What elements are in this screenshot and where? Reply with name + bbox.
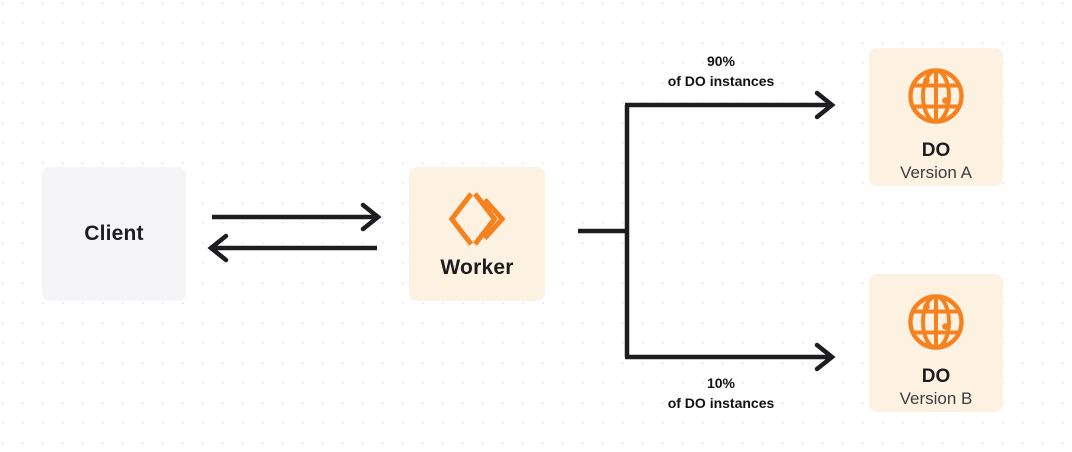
do-title: DO	[921, 140, 951, 161]
arrow-worker-to-client	[207, 233, 377, 263]
arrow-worker-to-do-b	[625, 342, 836, 372]
cloudflare-workers-icon	[448, 192, 506, 246]
edge-label-top: 90% of DO instances	[628, 51, 814, 92]
edge-label-bottom: 10% of DO instances	[628, 373, 814, 414]
do-subtitle: Version A	[900, 162, 972, 182]
worker-label: Worker	[440, 256, 514, 279]
node-client[interactable]: Client	[42, 167, 186, 301]
globe-icon	[908, 294, 964, 350]
do-subtitle: Version B	[899, 388, 973, 408]
branch-trunk	[578, 105, 630, 357]
globe-icon	[908, 68, 964, 124]
client-label: Client	[84, 222, 144, 245]
edge-label-top-percent: 90%	[706, 53, 736, 69]
node-do-version-a[interactable]: DO Version A	[869, 48, 1003, 186]
node-worker[interactable]: Worker	[409, 167, 545, 301]
arrow-client-to-worker	[212, 202, 382, 232]
arrow-worker-to-do-a	[625, 90, 836, 120]
edge-label-bottom-percent: 10%	[706, 375, 736, 391]
do-title: DO	[921, 366, 951, 387]
edge-label-bottom-detail: of DO instances	[667, 395, 775, 412]
edge-label-top-detail: of DO instances	[667, 73, 775, 90]
node-do-version-b[interactable]: DO Version B	[869, 274, 1003, 412]
